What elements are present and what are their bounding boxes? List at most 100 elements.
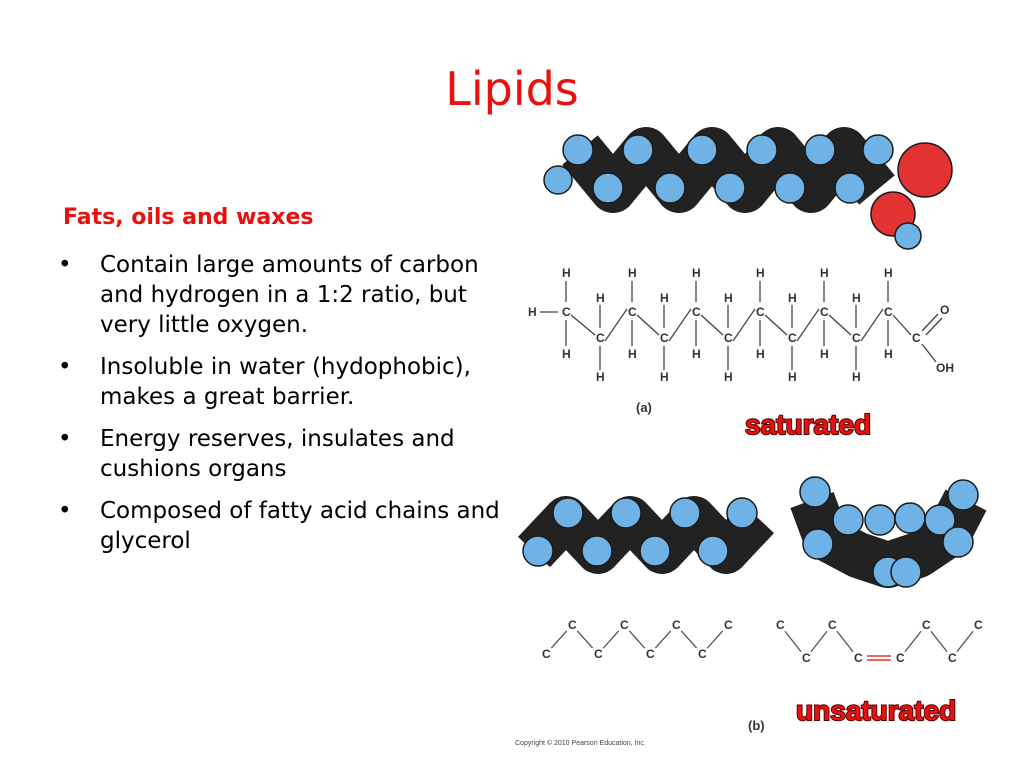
hydrogen-atom	[592, 172, 624, 204]
bullet-dot-icon: •	[58, 354, 72, 380]
atom-c: C	[628, 305, 637, 319]
atom-h: H	[692, 347, 701, 361]
atom-c: C	[594, 647, 603, 661]
bond	[764, 314, 788, 336]
atom-c: C	[562, 305, 571, 319]
bond	[930, 630, 948, 653]
bond	[904, 630, 922, 653]
bond	[636, 314, 660, 336]
hydrogen-atom	[562, 134, 594, 166]
atom-c: C	[620, 618, 629, 632]
atom-oh: OH	[936, 361, 954, 375]
atom-o: O	[940, 303, 949, 317]
bullet-item: • Contain large amounts of carbon and hyd…	[58, 250, 503, 340]
atom-h: H	[596, 370, 605, 384]
bond	[628, 630, 646, 649]
atom-c: C	[692, 305, 701, 319]
bond	[680, 630, 698, 649]
atom-h: H	[562, 266, 571, 280]
hydrogen-atom	[947, 479, 979, 511]
hydrogen-atom	[802, 528, 834, 560]
hydrogen-atom	[799, 476, 831, 508]
space-filling-model-saturated	[543, 127, 953, 250]
atom-c: C	[788, 331, 797, 345]
bullet-dot-icon: •	[58, 426, 72, 452]
atom-c: C	[896, 651, 905, 665]
atom-h: H	[660, 291, 669, 305]
hydrogen-atom	[610, 497, 642, 529]
bullet-text: Composed of fatty acid chains and glycer…	[100, 498, 500, 554]
bond	[836, 630, 854, 653]
bond	[706, 630, 724, 649]
bond	[796, 308, 820, 342]
hydrogen-atom	[697, 535, 729, 567]
saturated-tag: saturated	[745, 409, 871, 440]
hydrogen-atom	[890, 556, 922, 588]
hydrogen-atom	[894, 502, 926, 534]
bond	[668, 308, 692, 342]
hydrogen-atom	[862, 134, 894, 166]
atom-c: C	[542, 647, 551, 661]
bullet-item: •Energy reserves, insulates and cushions…	[58, 424, 503, 484]
atom-h: H	[562, 347, 571, 361]
atom-c: C	[802, 651, 811, 665]
bond	[654, 630, 672, 649]
atom-c: C	[672, 618, 681, 632]
atom-h: H	[884, 347, 893, 361]
hydrogen-atom	[924, 504, 956, 536]
hydrogen-atom	[774, 172, 806, 204]
atom-h: H	[628, 347, 637, 361]
bond	[921, 313, 939, 332]
figure-label-b: (b)	[748, 718, 765, 733]
bond	[860, 308, 884, 342]
bond	[892, 314, 912, 336]
atom-h: H	[628, 266, 637, 280]
hydrogen-atom	[622, 134, 654, 166]
hydrogen-atom	[804, 134, 836, 166]
atom-h: H	[820, 266, 829, 280]
slide-title: Lipids	[445, 62, 579, 116]
hydrogen-atom	[834, 172, 866, 204]
hydrogen-atom	[714, 172, 746, 204]
slide-subheading: Fats, oils and waxes	[63, 205, 314, 230]
bullet-item: • Composed of fatty acid chains and glyce…	[58, 496, 503, 556]
hydrogen-atom	[864, 504, 896, 536]
atom-h: H	[852, 370, 861, 384]
atom-h: H	[788, 291, 797, 305]
bond	[550, 630, 568, 649]
atom-c: C	[912, 331, 921, 345]
atom-c: C	[948, 651, 957, 665]
bond	[570, 314, 596, 336]
atom-c: C	[974, 618, 983, 632]
oxygen-atom	[897, 142, 953, 198]
atom-h: H	[724, 291, 733, 305]
atom-c: C	[698, 647, 707, 661]
hydrogen-atom	[894, 222, 922, 250]
hydrogen-atom	[686, 134, 718, 166]
atom-h: H	[820, 347, 829, 361]
atom-c: C	[820, 305, 829, 319]
bullet-text: Contain large amounts of carbon and hydr…	[100, 252, 479, 338]
hydrogen-atom	[654, 172, 686, 204]
bullet-item: •Insoluble in water (hydophobic), makes …	[58, 352, 503, 412]
atom-c: C	[854, 651, 863, 665]
bond	[921, 343, 937, 363]
space-filling-model-straight-chain	[517, 496, 775, 574]
atom-c: C	[776, 618, 785, 632]
atom-h: H	[692, 266, 701, 280]
atom-c: C	[724, 331, 733, 345]
space-filling-model-bent-chain	[790, 476, 987, 588]
figure-label-a: (a)	[636, 400, 652, 415]
atom-c: C	[922, 618, 931, 632]
bullet-dot-icon: •	[58, 252, 72, 278]
hydrogen-atom	[552, 497, 584, 529]
bond	[700, 314, 724, 336]
bond	[828, 314, 852, 336]
copyright-text: Copyright © 2010 Pearson Education, Inc.	[515, 739, 646, 747]
bullet-dot-icon: •	[58, 498, 72, 524]
hydrogen-atom	[942, 526, 974, 558]
bond	[784, 630, 802, 653]
